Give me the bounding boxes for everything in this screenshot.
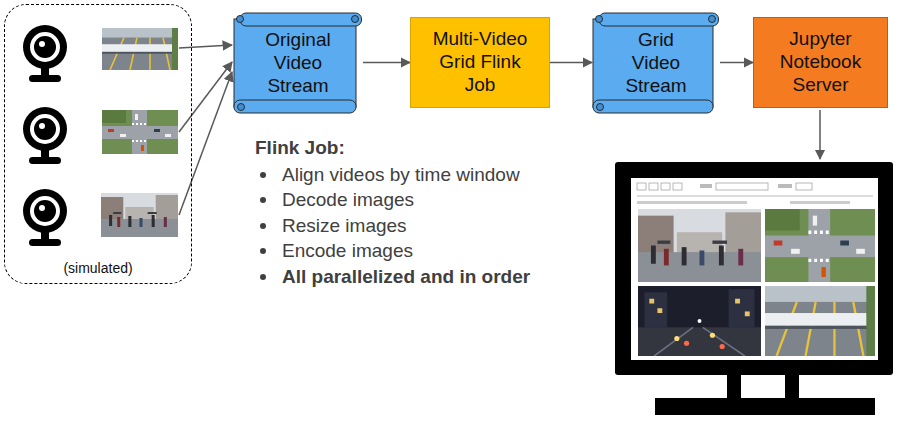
bullet	[260, 248, 266, 254]
bullet	[260, 223, 266, 229]
list-item: Align videos by time window	[282, 163, 520, 187]
list-item: Encode images	[282, 239, 413, 263]
node-label: (simulated)	[63, 260, 132, 277]
display-arrow	[819, 110, 821, 159]
stream-scroll: Grid Video Stream	[592, 12, 720, 115]
list-heading: Flink Job:	[255, 136, 345, 160]
list-item: Decode images	[282, 188, 414, 212]
camera-thumbnail	[101, 193, 178, 237]
server-box: Jupyter Notebook Server	[753, 17, 888, 108]
feed-arrow	[179, 62, 232, 132]
bullet	[260, 172, 266, 178]
flow-arrow	[720, 62, 753, 64]
webcam-icon	[23, 189, 67, 246]
stream-scroll: Original Video Stream	[233, 12, 363, 115]
webcam-icon	[23, 107, 67, 164]
feed-arrow	[179, 72, 232, 215]
feed-arrow	[179, 45, 232, 48]
list-item: Resize images	[282, 214, 407, 238]
process-box: Multi-Video Grid Flink Job	[410, 17, 550, 108]
flow-arrow	[550, 62, 592, 64]
camera-thumbnail	[102, 110, 178, 154]
bullet	[260, 197, 266, 203]
bullet	[260, 274, 266, 280]
node-label: Grid Video Stream	[617, 29, 695, 97]
node-label: Original Video Stream	[258, 29, 338, 97]
camera-thumbnail	[102, 28, 178, 70]
monitor	[615, 162, 893, 415]
flow-arrow	[363, 62, 410, 64]
list-item: All parallelized and in order	[282, 265, 530, 289]
webcam-icon	[23, 25, 67, 82]
node-label: Jupyter Notebook Server	[769, 28, 872, 96]
simulated-group: (simulated)	[4, 4, 192, 284]
node-label: Multi-Video Grid Flink Job	[426, 28, 534, 96]
